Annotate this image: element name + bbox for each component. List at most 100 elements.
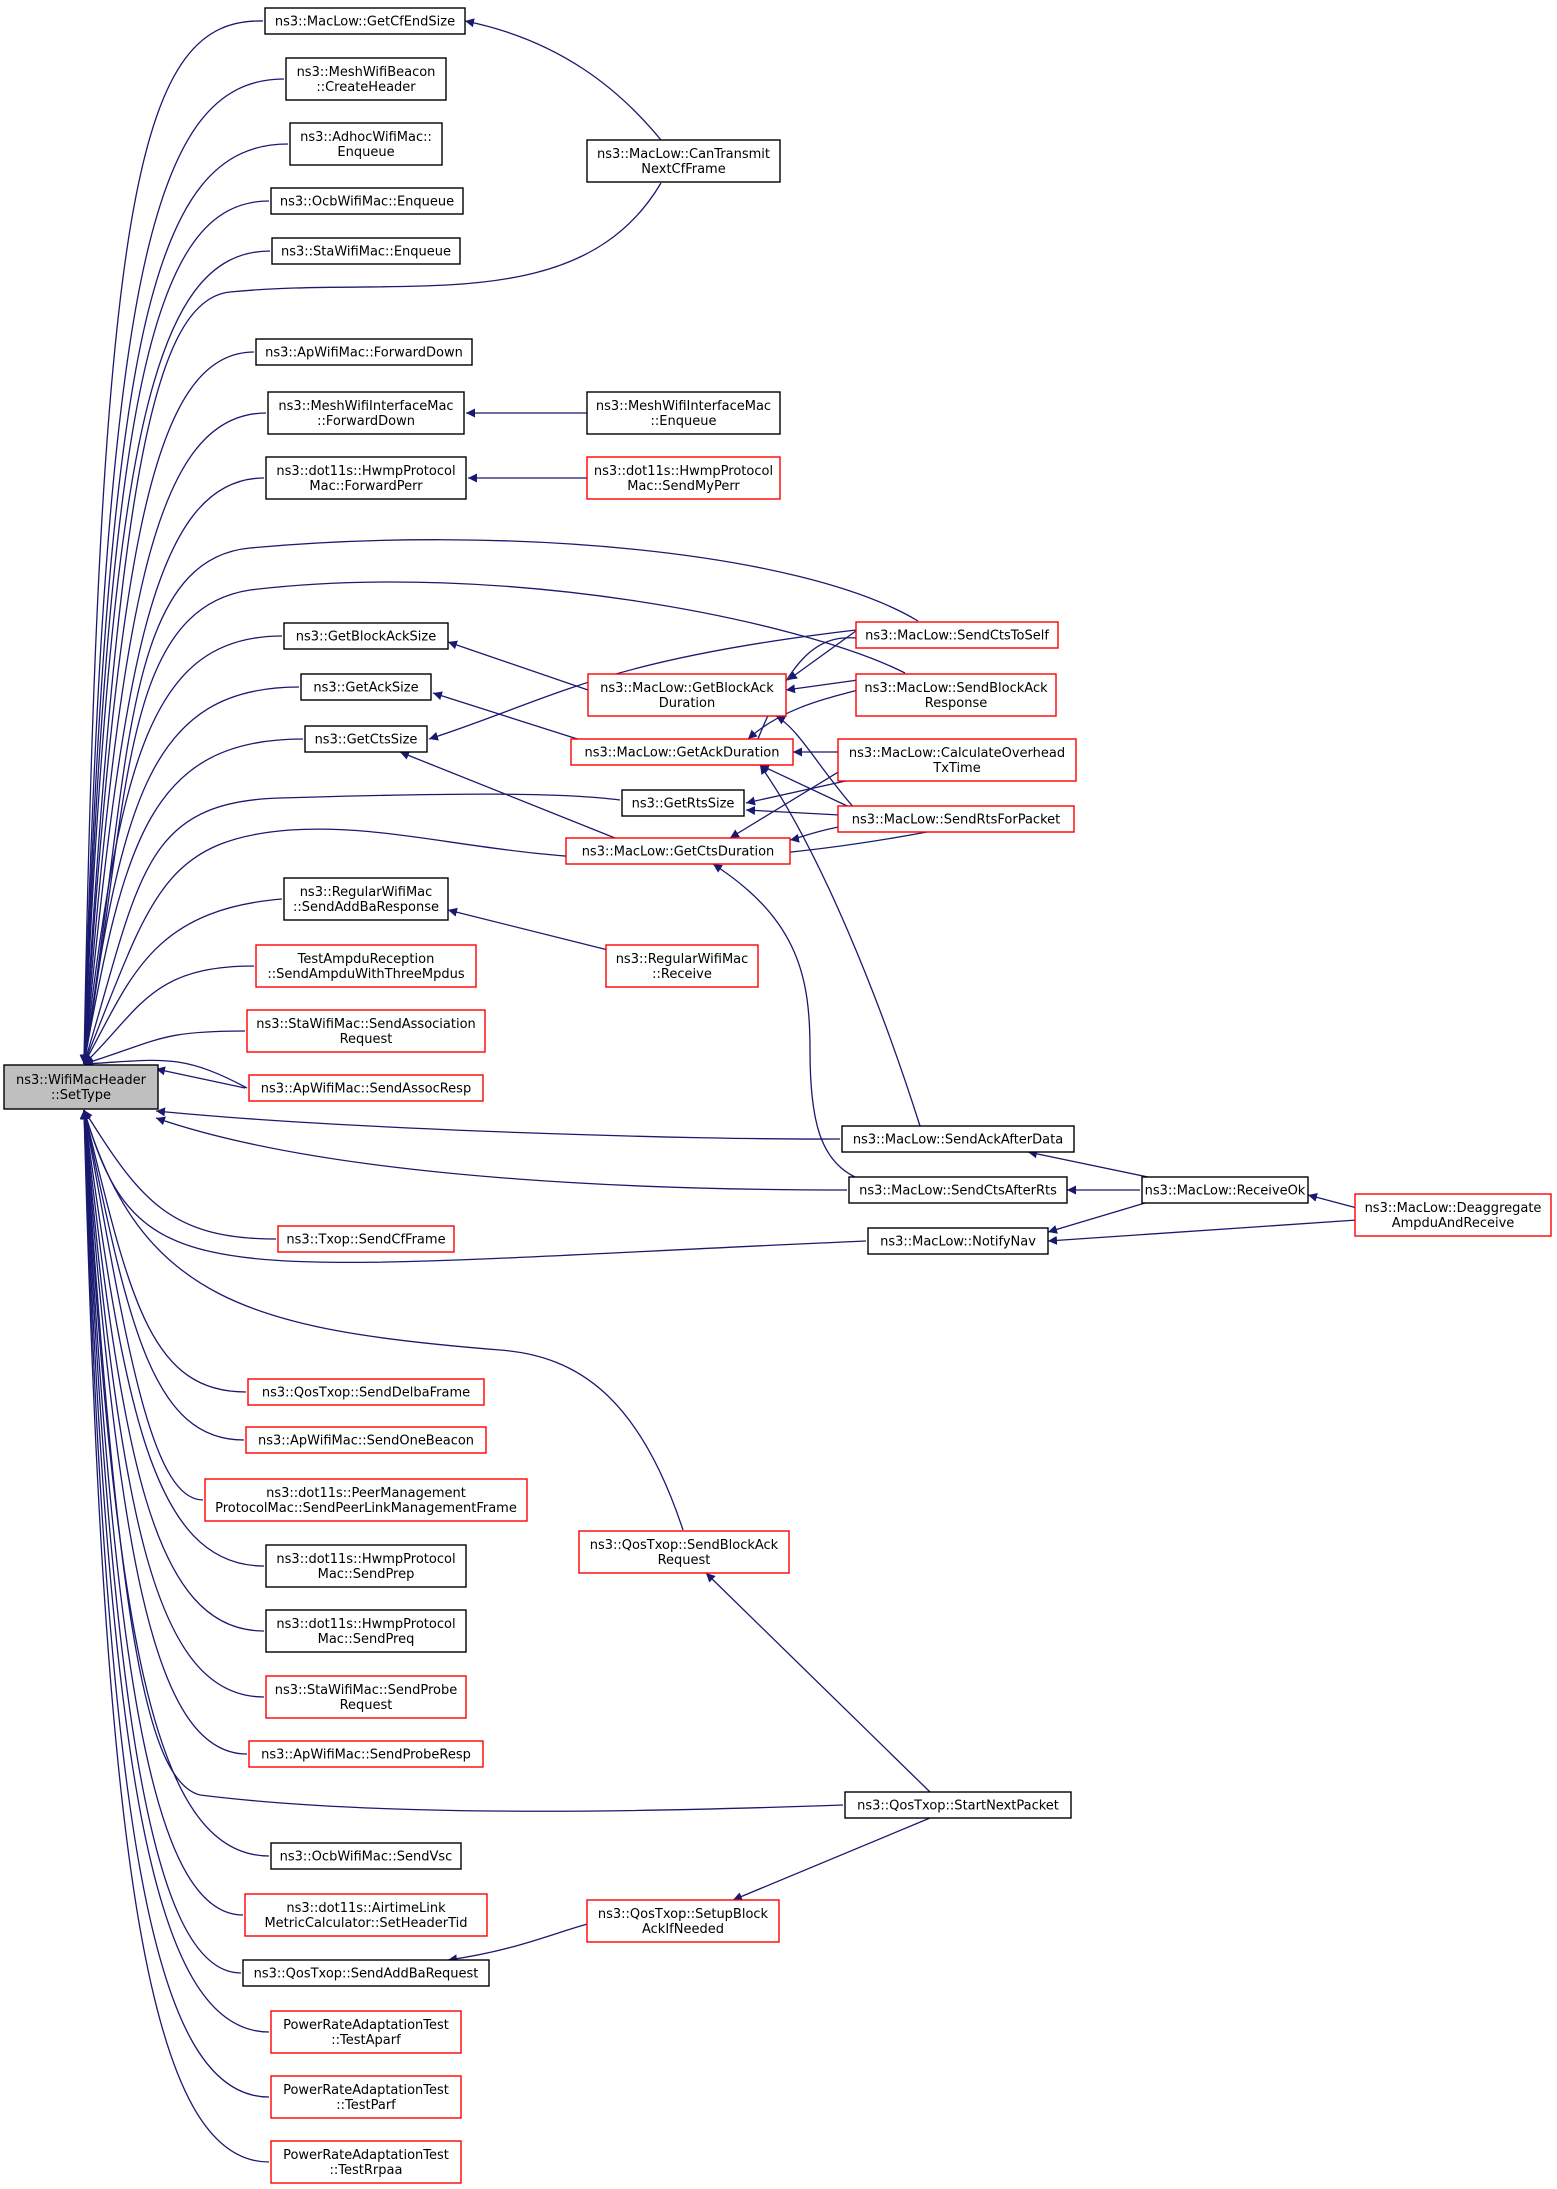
node-box bbox=[255, 338, 473, 366]
node-label: ns3::WifiMacHeader bbox=[16, 1073, 147, 1088]
call-edge bbox=[399, 751, 621, 841]
node-box bbox=[283, 622, 449, 650]
node-addbaresp[interactable]: ns3::RegularWifiMac::SendAddBaResponse bbox=[283, 877, 449, 921]
node-meshfwd[interactable]: ns3::MeshWifiInterfaceMac::ForwardDown bbox=[267, 391, 465, 435]
call-edge bbox=[80, 1109, 265, 1567]
node-label: MetricCalculator::SetHeaderTid bbox=[264, 1916, 467, 1931]
node-box bbox=[270, 1842, 462, 1870]
node-label: ns3::ApWifiMac::SendAssocResp bbox=[261, 1082, 471, 1097]
node-box bbox=[570, 738, 794, 766]
node-label: ns3::QosTxop::SendDelbaFrame bbox=[262, 1386, 470, 1401]
node-ocbvsc[interactable]: ns3::OcbWifiMac::SendVsc bbox=[270, 1842, 462, 1870]
node-getacksize[interactable]: ns3::GetAckSize bbox=[300, 673, 432, 701]
node-sendrts[interactable]: ns3::MacLow::SendRtsForPacket bbox=[837, 805, 1075, 833]
node-box bbox=[270, 187, 464, 215]
call-edge bbox=[83, 965, 255, 1065]
node-receiveok[interactable]: ns3::MacLow::ReceiveOk bbox=[1141, 1176, 1309, 1204]
node-ocbenq[interactable]: ns3::OcbWifiMac::Enqueue bbox=[270, 187, 464, 215]
node-txopcf[interactable]: ns3::Txop::SendCfFrame bbox=[277, 1225, 455, 1253]
node-ackafter[interactable]: ns3::MacLow::SendAckAfterData bbox=[841, 1125, 1075, 1153]
node-ctstoself[interactable]: ns3::MacLow::SendCtsToSelf bbox=[855, 621, 1059, 649]
node-box bbox=[264, 7, 466, 35]
node-startnext[interactable]: ns3::QosTxop::StartNextPacket bbox=[844, 1791, 1072, 1819]
node-testampdu[interactable]: TestAmpduReception::SendAmpduWithThreeMp… bbox=[255, 944, 477, 988]
node-label: Mac::SendMyPerr bbox=[627, 479, 740, 494]
node-label: ns3::RegularWifiMac bbox=[616, 952, 749, 967]
node-label: ns3::MacLow::Deaggregate bbox=[1365, 1201, 1542, 1216]
call-edge bbox=[732, 1817, 931, 1901]
node-box bbox=[265, 456, 467, 500]
node-airtime[interactable]: ns3::dot11s::AirtimeLinkMetricCalculator… bbox=[244, 1893, 488, 1937]
node-settype[interactable]: ns3::WifiMacHeader::SetType bbox=[3, 1064, 159, 1110]
node-label: NextCfFrame bbox=[641, 162, 725, 177]
node-ctsafter[interactable]: ns3::MacLow::SendCtsAfterRts bbox=[848, 1176, 1068, 1204]
call-edge bbox=[83, 1059, 248, 1089]
call-edge bbox=[82, 1109, 684, 1531]
node-addbareq[interactable]: ns3::QosTxop::SendAddBaRequest bbox=[242, 1959, 490, 1987]
node-box bbox=[304, 725, 428, 753]
node-getrtssize[interactable]: ns3::GetRtsSize bbox=[621, 789, 745, 817]
node-label: Request bbox=[340, 1032, 393, 1047]
node-label: AckIfNeeded bbox=[642, 1922, 724, 1937]
node-box bbox=[605, 944, 759, 988]
node-aparf[interactable]: PowerRateAdaptationTest::TestAparf bbox=[270, 2010, 462, 2054]
node-label: Request bbox=[340, 1698, 393, 1713]
node-label: ::CreateHeader bbox=[316, 80, 416, 95]
node-apfwd[interactable]: ns3::ApWifiMac::ForwardDown bbox=[255, 338, 473, 366]
node-label: Mac::SendPreq bbox=[318, 1632, 415, 1647]
call-edge bbox=[1307, 1192, 1358, 1209]
node-getbasize[interactable]: ns3::GetBlockAckSize bbox=[283, 622, 449, 650]
node-notifynav[interactable]: ns3::MacLow::NotifyNav bbox=[867, 1227, 1049, 1255]
node-regrecv[interactable]: ns3::RegularWifiMac::Receive bbox=[605, 944, 759, 988]
node-label: ns3::MacLow::SendBlockAck bbox=[864, 681, 1048, 696]
node-beacon[interactable]: ns3::ApWifiMac::SendOneBeacon bbox=[245, 1426, 487, 1454]
call-edge bbox=[1047, 1202, 1146, 1234]
node-box bbox=[244, 1893, 488, 1937]
call-edge bbox=[745, 779, 851, 806]
call-edge bbox=[80, 1109, 270, 1857]
call-edge bbox=[705, 1572, 931, 1793]
node-parf[interactable]: PowerRateAdaptationTest::TestParf bbox=[270, 2075, 462, 2119]
node-label: Enqueue bbox=[337, 145, 394, 160]
node-adhoc[interactable]: ns3::AdhocWifiMac::Enqueue bbox=[289, 122, 443, 166]
node-label: ns3::OcbWifiMac::Enqueue bbox=[280, 195, 454, 210]
node-meshenq[interactable]: ns3::MeshWifiInterfaceMac::Enqueue bbox=[586, 391, 781, 435]
node-label: TxTime bbox=[932, 761, 980, 776]
node-getcfend[interactable]: ns3::MacLow::GetCfEndSize bbox=[264, 7, 466, 35]
node-meshbeacon[interactable]: ns3::MeshWifiBeacon::CreateHeader bbox=[285, 57, 447, 101]
node-peerlink[interactable]: ns3::dot11s::PeerManagementProtocolMac::… bbox=[204, 1478, 528, 1522]
node-label: ns3::QosTxop::SetupBlock bbox=[598, 1907, 769, 1922]
node-label: PowerRateAdaptationTest bbox=[283, 2083, 449, 2098]
node-delba[interactable]: ns3::QosTxop::SendDelbaFrame bbox=[247, 1378, 485, 1406]
node-label: ns3::MacLow::GetCtsDuration bbox=[582, 845, 775, 860]
node-getctssize[interactable]: ns3::GetCtsSize bbox=[304, 725, 428, 753]
node-rrpaa[interactable]: PowerRateAdaptationTest::TestRrpaa bbox=[270, 2140, 462, 2184]
node-box bbox=[844, 1791, 1072, 1819]
node-hwmpperr[interactable]: ns3::dot11s::HwmpProtocolMac::ForwardPer… bbox=[265, 456, 467, 500]
node-box bbox=[586, 391, 781, 435]
call-edge bbox=[775, 715, 857, 811]
node-label: ns3::QosTxop::StartNextPacket bbox=[857, 1799, 1059, 1814]
node-label: ns3::GetCtsSize bbox=[315, 733, 418, 748]
node-approbe[interactable]: ns3::ApWifiMac::SendProbeResp bbox=[248, 1740, 484, 1768]
node-getackdur[interactable]: ns3::MacLow::GetAckDuration bbox=[570, 738, 794, 766]
node-label: ::SetType bbox=[51, 1088, 111, 1103]
node-getctsdur[interactable]: ns3::MacLow::GetCtsDuration bbox=[565, 837, 791, 865]
node-label: ns3::dot11s::PeerManagement bbox=[266, 1486, 466, 1501]
node-staenq[interactable]: ns3::StaWifiMac::Enqueue bbox=[271, 237, 461, 265]
node-apassoc[interactable]: ns3::ApWifiMac::SendAssocResp bbox=[248, 1074, 484, 1102]
node-label: ns3::RegularWifiMac bbox=[300, 885, 433, 900]
node-box bbox=[277, 1225, 455, 1253]
